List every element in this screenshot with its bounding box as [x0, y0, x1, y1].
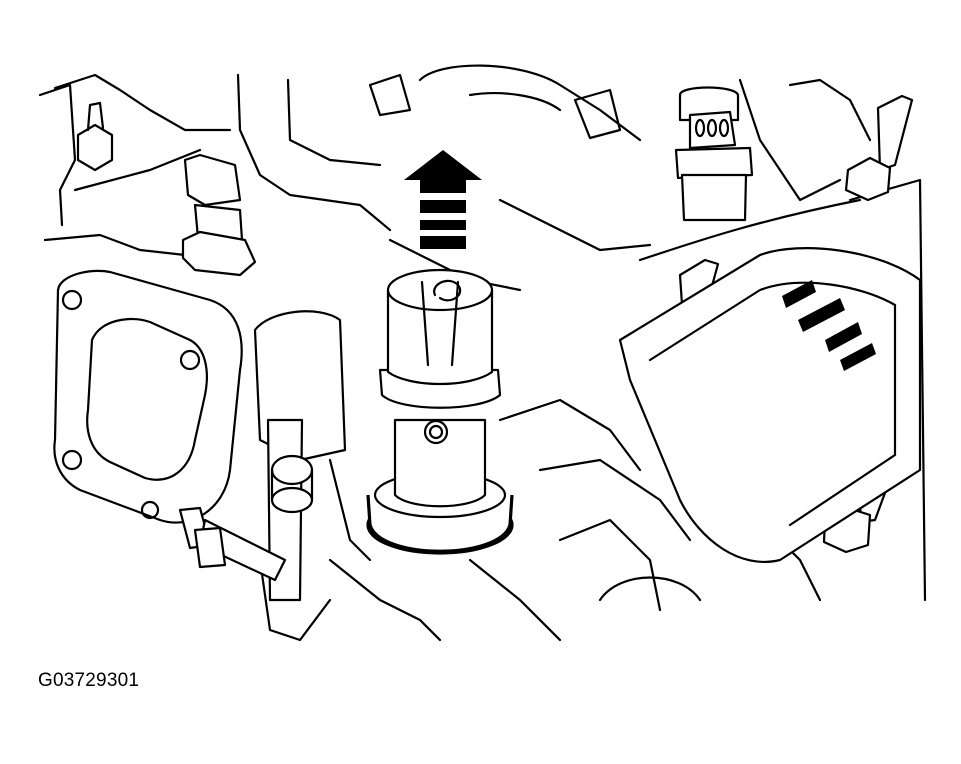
oil-control-valve[interactable] [366, 268, 514, 555]
up-arrow-icon [404, 150, 482, 249]
sensor-top-left [181, 153, 257, 277]
coolant-pipe [253, 310, 347, 602]
stud-top-right [844, 94, 914, 202]
engine-block-outline [38, 64, 927, 642]
temperature-sensor [178, 506, 287, 582]
connector-top [674, 86, 754, 222]
water-outlet-flange [53, 269, 243, 524]
bolt [76, 101, 114, 172]
figure-code: G03729301 [38, 670, 140, 691]
valve-cover-plate [618, 247, 922, 563]
